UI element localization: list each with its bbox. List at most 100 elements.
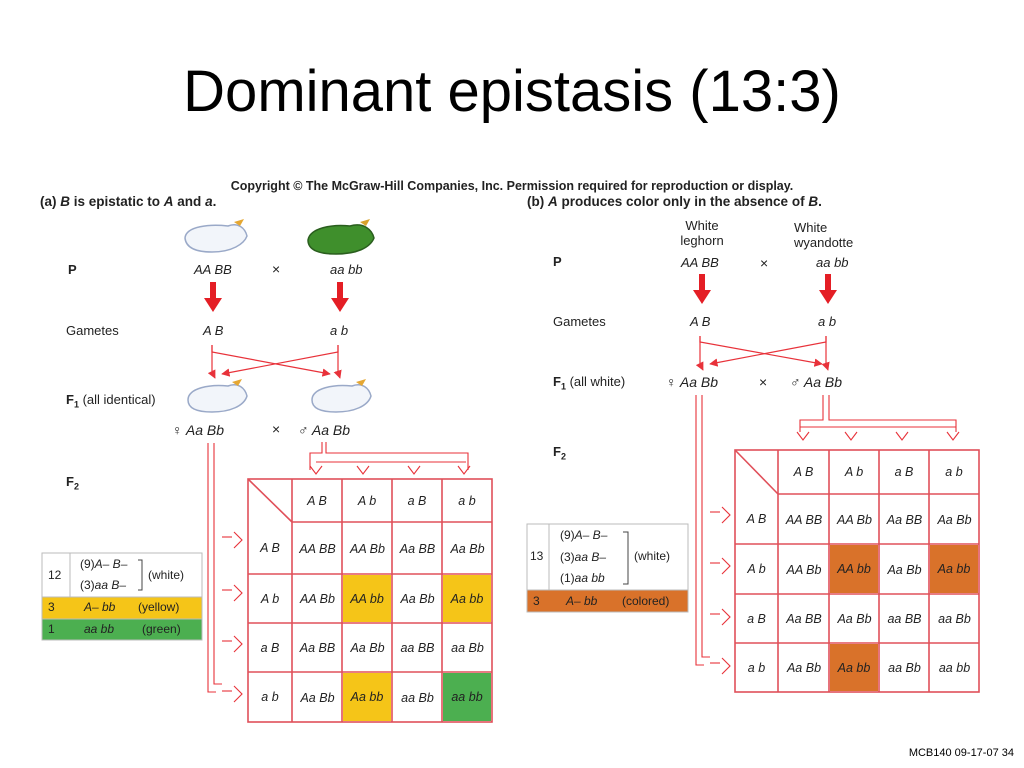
legend-count: 3 (533, 594, 540, 608)
genotype-cell-orange: Aa bb (930, 545, 978, 593)
f1-to-rows-arrows (207, 443, 243, 703)
row-header: a B (747, 611, 766, 626)
genotype-cell: Aa Bb (786, 661, 822, 675)
row-label-f1: F1 (all identical) (66, 392, 156, 410)
gamete2-label: a b (818, 314, 837, 329)
parent1-genotype: AA BB (681, 255, 719, 270)
genotype-cell: Aa Bb (350, 641, 385, 655)
row-label-f1: F1 (all white) (553, 374, 626, 392)
p-to-gamete-arrow (693, 274, 711, 304)
row-label-gametes: Gametes (553, 314, 606, 329)
row-label-gametes: Gametes (66, 323, 119, 338)
gene-symbol: A (548, 194, 558, 209)
genotype-cell: aa BB (887, 612, 922, 626)
panel-a-heading: (a) B is epistatic to A and a. (40, 194, 216, 209)
legend-genotype-line: (9)A– B– (560, 528, 608, 542)
column-header: A B (793, 465, 814, 479)
gene-symbol: B (60, 194, 71, 209)
column-header: a b (945, 465, 963, 479)
row-label-p: P (68, 262, 77, 277)
genotype-cell: aa Bb (938, 612, 971, 626)
cross-symbol: × (272, 261, 281, 277)
row-header: a B (260, 640, 280, 655)
gamete1-label: A B (690, 314, 711, 329)
parent2-genotype: aa bb (330, 262, 363, 277)
genotype-cell-yellow: Aa bb (343, 673, 391, 721)
legend-a-frame (41, 552, 203, 641)
heading-text: produces color only in the absence of (557, 194, 809, 209)
slide-footer: MCB140 09-17-07 34 (908, 747, 1014, 759)
legend-phenotype: (colored) (622, 594, 670, 608)
p-to-gamete-arrow (331, 282, 349, 312)
f1-to-rows-arrows (695, 395, 731, 675)
f1-to-columns-arrows (796, 395, 960, 441)
row-header: A B (260, 541, 280, 555)
column-header: A b (357, 493, 377, 508)
legend-genotype-line: A– bb (566, 594, 598, 608)
legend-genotype-line: (9)A– B– (80, 557, 128, 571)
genotype-cell-yellow: Aa bb (443, 575, 491, 622)
gene-symbol: a (205, 194, 213, 209)
legend-count: 13 (530, 549, 544, 563)
white-bird-icon (311, 379, 372, 413)
genotype-cell: aa Bb (401, 690, 434, 705)
column-header: a b (458, 493, 476, 508)
row-header: a b (747, 660, 766, 675)
genotype-cell: Aa BB (399, 541, 436, 556)
green-bird-icon (307, 219, 375, 255)
genotype-cell: aa Bb (888, 661, 921, 675)
cross-symbol: × (272, 421, 281, 437)
legend-genotype-line: (1)aa bb (560, 571, 605, 585)
legend-count: 3 (48, 600, 55, 614)
legend-b-frame (526, 523, 689, 613)
gamete1-label: A B (203, 323, 224, 338)
cross-symbol: × (760, 255, 769, 271)
gamete-cross-lines (695, 336, 830, 371)
slide-title: Dominant epistasis (13:3) (183, 59, 841, 124)
legend-phenotype: (white) (634, 549, 671, 563)
gene-symbol: B (808, 194, 819, 209)
f1-female-genotype: ♀ Aa Bb (666, 374, 719, 390)
gene-symbol: A (163, 194, 174, 209)
legend-genotype-line: (3)aa B– (560, 550, 607, 564)
genotype-cell: aa bb (938, 661, 971, 675)
row-header: A b (747, 562, 766, 576)
white-bird-icon (187, 379, 248, 413)
genotype-cell: AA Bb (300, 592, 335, 606)
legend-phenotype: (white) (148, 568, 185, 582)
genotype-cell: AA Bb (837, 512, 872, 527)
genotype-cell: Aa BB (299, 641, 336, 655)
punnett-grid-frame-b (734, 449, 980, 693)
p-to-gamete-arrow (819, 274, 837, 304)
column-header: A B (307, 493, 327, 508)
genotype-cell: Aa Bb (400, 592, 435, 606)
genotype-cell: Aa Bb (937, 512, 972, 527)
legend-genotype-line: aa bb (84, 622, 115, 636)
p-to-gamete-arrow (204, 282, 222, 312)
legend-count: 1 (48, 622, 55, 636)
white-bird-icon (184, 219, 248, 253)
row-label-f2: F2 (66, 474, 79, 492)
genotype-cell: Aa Bb (300, 690, 335, 705)
genotype-cell: Aa Bb (450, 541, 485, 556)
genotype-cell-orange: AA bb (830, 545, 878, 593)
row-label-p: P (553, 254, 562, 269)
heading-text: . (818, 194, 822, 209)
genotype-cell: Aa Bb (837, 612, 872, 626)
heading-text: is epistatic to (70, 194, 164, 209)
f1-male-genotype: ♂ Aa Bb (298, 422, 351, 438)
genotype-cell: Aa BB (786, 612, 822, 626)
legend-genotype-line: A– bb (84, 600, 116, 614)
gamete2-label: a b (330, 323, 349, 338)
legend-count: 12 (48, 568, 62, 582)
gamete-cross-lines (207, 345, 342, 379)
column-header: a B (894, 465, 914, 479)
genotype-cell: Aa BB (886, 512, 923, 527)
punnett-grid-frame-a (247, 478, 493, 723)
panel-letter: (b) (527, 194, 545, 209)
row-label-f2: F2 (553, 444, 566, 462)
legend-genotype-line: (3)aa B– (80, 578, 127, 592)
